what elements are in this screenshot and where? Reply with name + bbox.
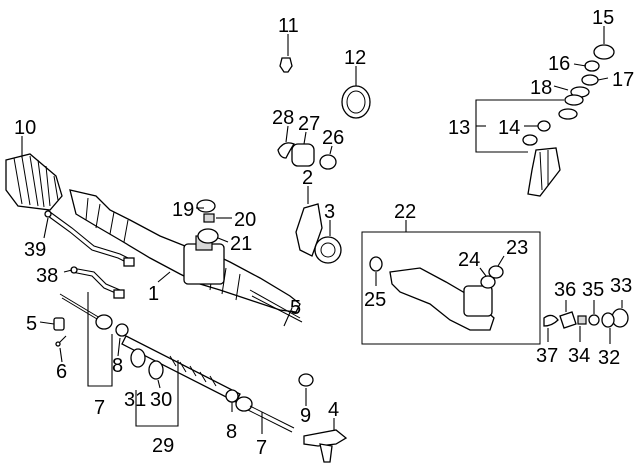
plug-part-36 bbox=[559, 311, 577, 329]
snap-ring-part-16 bbox=[584, 60, 600, 72]
ring-part-28 bbox=[277, 142, 295, 159]
bushing-part-31 bbox=[130, 348, 146, 368]
callout-28: 28 bbox=[272, 107, 294, 129]
spring-part-35 bbox=[588, 314, 600, 326]
seal-part-15 bbox=[593, 44, 615, 60]
cover-part-3 bbox=[314, 236, 342, 264]
ring-part-32 bbox=[601, 312, 615, 328]
ring-part-17 bbox=[581, 74, 599, 86]
callout-25: 25 bbox=[364, 289, 386, 311]
callout-3: 3 bbox=[324, 201, 335, 223]
callout-39: 39 bbox=[24, 239, 46, 261]
leader-lines bbox=[21, 26, 623, 434]
cap-part-21 bbox=[197, 228, 219, 244]
washer-part-8-right bbox=[225, 389, 239, 403]
pipe-part-39 bbox=[44, 210, 135, 267]
callout-4: 4 bbox=[328, 399, 339, 421]
valve-part-27 bbox=[291, 143, 315, 167]
bearing-part-18 bbox=[558, 86, 590, 120]
callout-7-left: 7 bbox=[94, 397, 105, 419]
callout-34: 34 bbox=[568, 345, 590, 367]
callout-7-right: 7 bbox=[256, 437, 267, 459]
tie-rod-part-7-left bbox=[59, 293, 113, 330]
tie-rod-part-7-right bbox=[235, 396, 295, 433]
callout-31: 31 bbox=[124, 389, 146, 411]
callout-5-left: 5 bbox=[26, 313, 37, 335]
assembly-box-part-22 bbox=[361, 231, 541, 345]
pinion-part-13 bbox=[527, 147, 561, 197]
callout-32: 32 bbox=[598, 347, 620, 369]
callout-29: 29 bbox=[152, 435, 174, 457]
callout-24: 24 bbox=[458, 249, 480, 271]
callout-23: 23 bbox=[506, 237, 528, 259]
grommet-part-5-left bbox=[53, 317, 65, 331]
yoke-part-2 bbox=[295, 203, 323, 257]
grommet-part-9 bbox=[298, 373, 314, 387]
cap-part-19 bbox=[196, 199, 216, 213]
callout-1: 1 bbox=[148, 283, 159, 305]
tie-rod-end-part-4 bbox=[303, 429, 348, 463]
nut-part-34 bbox=[577, 315, 587, 325]
bolt-part-11 bbox=[279, 57, 293, 73]
callout-22: 22 bbox=[394, 201, 416, 223]
callout-6: 6 bbox=[56, 361, 67, 383]
callout-36: 36 bbox=[554, 279, 576, 301]
callout-9: 9 bbox=[300, 405, 311, 427]
callout-15: 15 bbox=[592, 7, 614, 29]
callout-37: 37 bbox=[536, 345, 558, 367]
callout-38: 38 bbox=[36, 265, 58, 287]
callout-8-right: 8 bbox=[226, 421, 237, 443]
callout-11: 11 bbox=[278, 15, 299, 37]
callout-27: 27 bbox=[298, 113, 320, 135]
callout-labels: 10 39 38 1 5 19 20 21 11 12 28 27 26 2 3… bbox=[14, 7, 634, 459]
clamp-part-12 bbox=[341, 85, 371, 119]
pipe-part-38 bbox=[70, 266, 125, 299]
callout-10: 10 bbox=[14, 117, 36, 139]
nut-part-20 bbox=[203, 213, 215, 223]
bearing-part-14 bbox=[522, 120, 551, 146]
callout-14: 14 bbox=[498, 117, 520, 139]
callout-19: 19 bbox=[172, 199, 194, 221]
callout-5-right: 5 bbox=[290, 297, 301, 319]
callout-12: 12 bbox=[344, 47, 366, 69]
callout-17: 17 bbox=[612, 69, 634, 91]
callout-2: 2 bbox=[302, 167, 313, 189]
callout-21: 21 bbox=[230, 233, 252, 255]
callout-18: 18 bbox=[530, 77, 552, 99]
washer-part-8-left bbox=[115, 323, 129, 337]
boot-part-10 bbox=[5, 153, 63, 211]
callout-33: 33 bbox=[610, 275, 632, 297]
cotter-pin-part-6 bbox=[55, 335, 67, 347]
callout-30: 30 bbox=[150, 389, 172, 411]
callout-8-left: 8 bbox=[112, 355, 123, 377]
callout-16: 16 bbox=[548, 53, 570, 75]
callout-35: 35 bbox=[582, 279, 604, 301]
seal-part-26 bbox=[319, 154, 337, 170]
ring-part-37 bbox=[543, 314, 559, 327]
callout-20: 20 bbox=[234, 209, 256, 231]
callout-26: 26 bbox=[322, 127, 344, 149]
callout-13: 13 bbox=[448, 117, 470, 139]
bushing-part-30 bbox=[148, 360, 164, 380]
